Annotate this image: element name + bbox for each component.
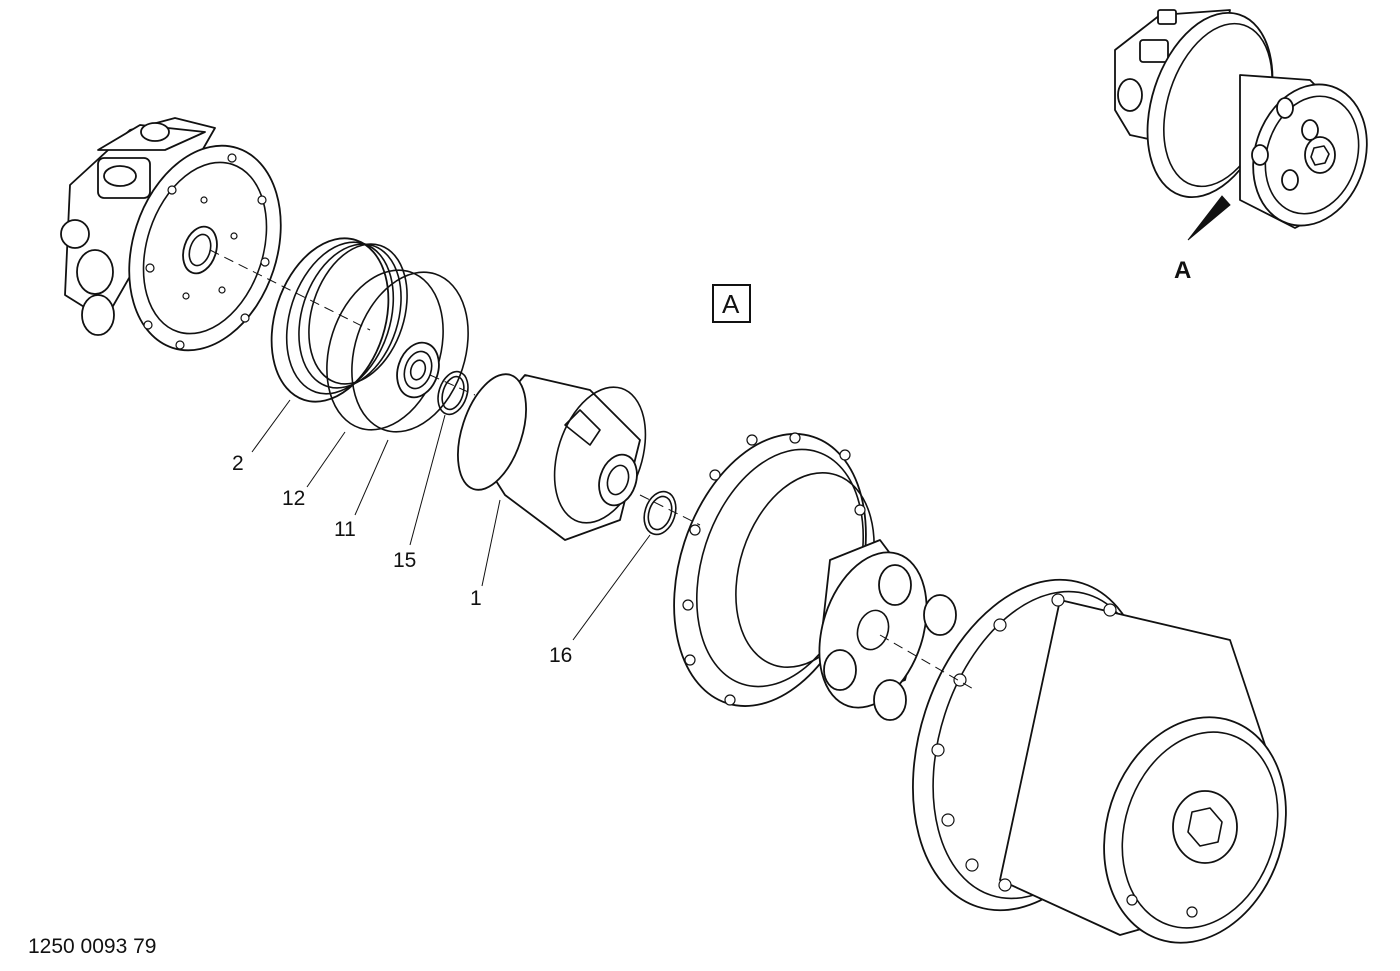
callout-11: 11	[334, 518, 356, 541]
callout-1: 1	[470, 587, 482, 610]
part-16-ring	[643, 490, 677, 536]
final-drive-housing	[912, 578, 1287, 944]
callout-16: 16	[549, 644, 572, 667]
part-11-ring	[351, 271, 469, 433]
view-arrow-icon	[1187, 195, 1231, 241]
view-label-arrow: A	[1174, 257, 1191, 284]
drawing-reference-number: 1250 0093 79	[28, 935, 156, 958]
inset-assembled-view	[1114, 9, 1368, 241]
callout-15: 15	[393, 549, 416, 572]
view-label-box-text: A	[722, 289, 740, 319]
callout-12: 12	[282, 487, 305, 510]
part-15-o-ring	[437, 370, 469, 416]
part-1-cylinder-block	[457, 373, 647, 541]
leader-lines	[251, 399, 651, 641]
part-2-seal-carrier	[270, 237, 408, 403]
view-label-box: A	[712, 284, 751, 323]
motor-housing	[60, 117, 282, 352]
assembly-centerline	[209, 249, 976, 691]
bearing	[396, 341, 440, 399]
hub-spindle	[673, 432, 957, 721]
callout-2: 2	[232, 452, 244, 475]
